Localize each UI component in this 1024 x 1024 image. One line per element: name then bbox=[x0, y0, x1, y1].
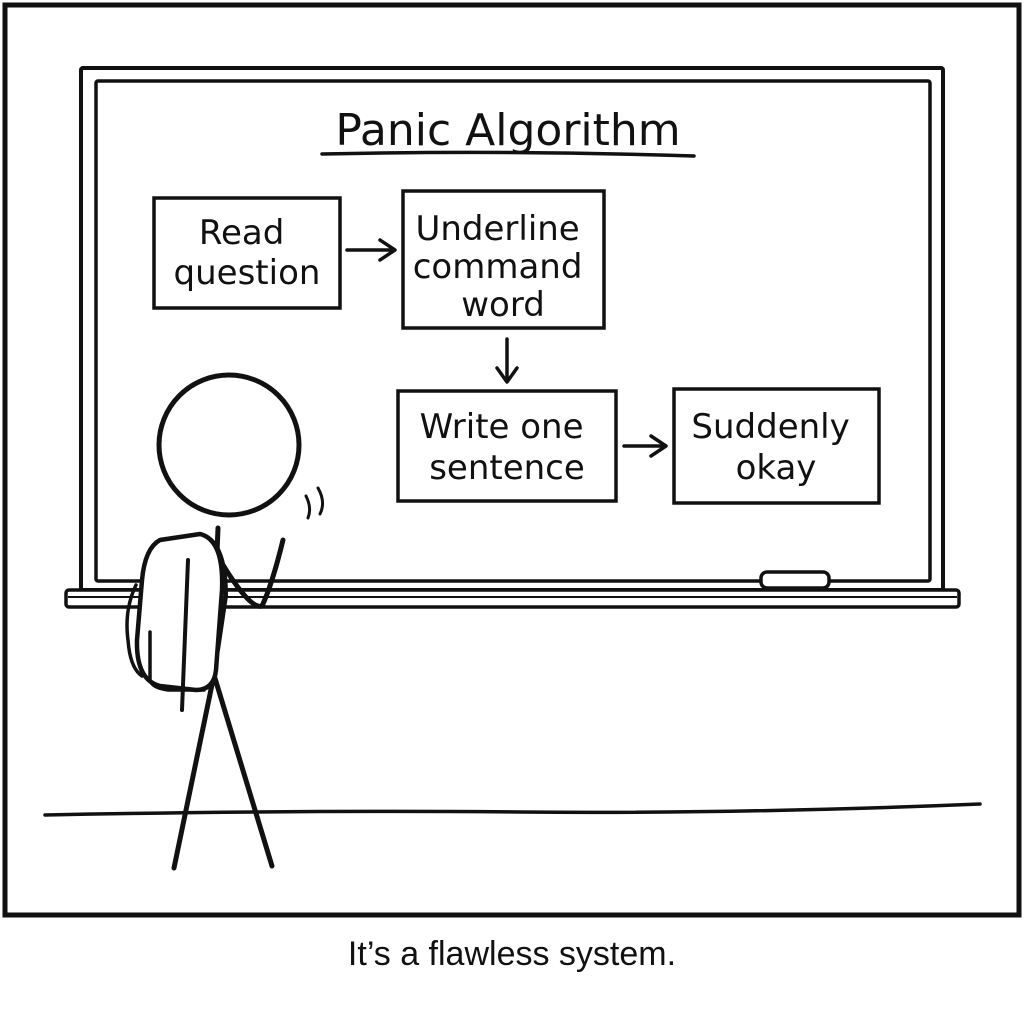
flow-box-line: Suddenly bbox=[691, 407, 849, 447]
raised-arm bbox=[217, 537, 286, 609]
flow-box-border bbox=[152, 196, 342, 310]
flow-box-border bbox=[396, 389, 618, 503]
board-title: Panic Algorithm bbox=[335, 105, 680, 156]
flow-box-read-question: Read question bbox=[152, 196, 342, 310]
left-leg bbox=[171, 672, 217, 871]
flow-box-suddenly-okay: Suddenly okay bbox=[672, 387, 881, 505]
title-underline bbox=[320, 150, 696, 158]
floor-line bbox=[43, 802, 982, 817]
flow-box-line: Write one bbox=[420, 407, 584, 447]
backpack-strap-loop bbox=[180, 558, 190, 712]
svg-text:Suddenly okay: Suddenly okay bbox=[691, 407, 860, 488]
arrow-right-icon bbox=[622, 434, 668, 458]
flow-box-write-one-sentence: Write one sentence bbox=[396, 389, 618, 503]
flow-box-line: question bbox=[174, 253, 321, 293]
flow-box-line: word bbox=[461, 285, 545, 325]
flow-box-line: command bbox=[413, 247, 583, 287]
flow-box-line: sentence bbox=[429, 448, 585, 488]
svg-text:Write one sentence: Write one sentence bbox=[420, 407, 595, 488]
flow-box-border bbox=[672, 387, 881, 505]
flow-box-line: okay bbox=[736, 448, 817, 488]
arrow-right-icon bbox=[345, 238, 397, 262]
eraser bbox=[759, 570, 831, 590]
backpack-shoulder-strap bbox=[198, 532, 228, 652]
flow-box-underline-command-word: Underline command word bbox=[401, 189, 606, 330]
whiteboard-inner-frame bbox=[94, 79, 932, 583]
right-leg bbox=[211, 672, 275, 869]
flow-box-line: Read bbox=[199, 213, 284, 253]
arrow-down-icon bbox=[495, 337, 519, 384]
stick-figure bbox=[125, 372, 325, 871]
svg-text:Underline command: Underline command word bbox=[413, 209, 594, 325]
motion-mark-icon bbox=[316, 486, 325, 516]
svg-text:Read question: Read question bbox=[174, 213, 321, 293]
stick-figure-head bbox=[156, 372, 302, 518]
flow-box-border bbox=[401, 189, 606, 330]
backpack-side-strap bbox=[125, 583, 144, 678]
motion-mark-icon bbox=[304, 494, 312, 520]
backpack-pocket bbox=[148, 630, 206, 692]
comic-caption: It’s a flawless system. bbox=[347, 935, 677, 973]
marker-tray bbox=[64, 588, 961, 609]
flow-box-line: Underline bbox=[415, 209, 579, 249]
